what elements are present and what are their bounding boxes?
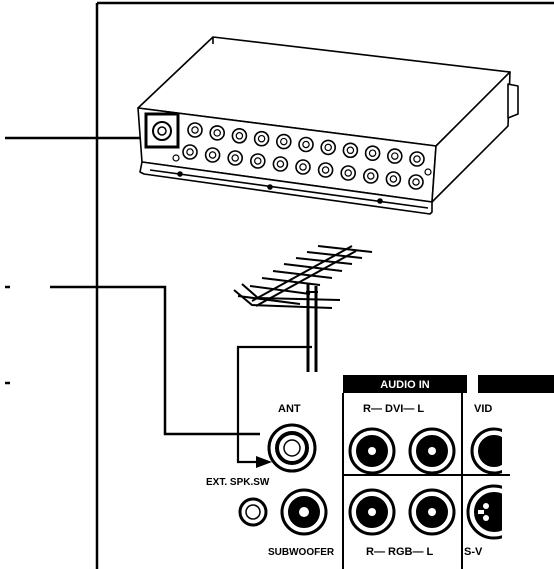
rgb-r-jack-icon	[348, 488, 396, 536]
media-receiver-box-icon	[137, 36, 519, 215]
receiver-jack-icon	[275, 133, 292, 150]
panel-header-extension	[478, 375, 554, 393]
s-video-jack-icon	[466, 484, 502, 540]
receiver-jack-icon	[317, 162, 334, 178]
dvi-r-jack-icon	[348, 427, 396, 475]
receiver-jack-icon	[249, 153, 266, 169]
ext-spk-sw-jack-icon	[238, 497, 268, 527]
receiver-jack-icon	[209, 125, 225, 141]
subwoofer-label: SUBWOOFER	[268, 547, 335, 558]
dvi-l-jack-icon	[408, 427, 456, 475]
subwoofer-jack-icon	[280, 488, 328, 536]
rgb-label: R— RGB— L	[366, 546, 434, 558]
receiver-jacks	[172, 122, 432, 190]
ant-jack-icon	[267, 423, 317, 473]
s-v-label: S-V	[464, 546, 483, 558]
ext-spk-sw-label: EXT. SPK.SW	[206, 477, 270, 488]
receiver-jack-icon	[408, 174, 424, 190]
screw-icon	[172, 154, 180, 162]
ant-label: ANT	[278, 403, 301, 415]
receiver-jack-icon	[295, 159, 311, 175]
receiver-jack-icon	[231, 128, 248, 144]
arrow-head-icon	[256, 456, 272, 468]
receiver-jack-icon	[340, 165, 357, 181]
receiver-jack-icon	[386, 148, 403, 164]
yagi-antenna-icon	[233, 245, 373, 372]
audio-in-label: AUDIO IN	[380, 379, 430, 391]
receiver-jack-icon	[182, 144, 198, 160]
receiver-jack-icon	[253, 130, 270, 147]
audio-jack-frame	[342, 393, 510, 569]
video-jack-icon	[470, 427, 502, 475]
vid-label: VID	[474, 403, 492, 415]
ant-leader-line	[50, 285, 260, 436]
leader-lines	[5, 136, 148, 385]
screw-icon	[424, 168, 432, 176]
receiver-jack-icon	[272, 156, 289, 172]
audio-in-header	[343, 375, 467, 393]
rgb-l-jack-icon	[408, 488, 456, 536]
receiver-jack-icon	[364, 145, 381, 161]
receiver-jack-icon	[204, 147, 221, 163]
receiver-jack-icon	[362, 168, 379, 184]
ant-input-highlight	[144, 112, 180, 149]
receiver-jack-icon	[320, 139, 337, 156]
ant-input-jack-icon	[152, 121, 172, 141]
receiver-jack-icon	[385, 171, 402, 187]
receiver-jack-icon	[409, 151, 425, 167]
receiver-jack-icon	[187, 122, 203, 138]
receiver-jack-icon	[298, 136, 314, 153]
receiver-jack-icon	[227, 150, 243, 166]
receiver-jack-icon	[342, 142, 359, 159]
antenna-cable	[236, 345, 312, 464]
dvi-label: R— DVI— L	[363, 403, 424, 415]
